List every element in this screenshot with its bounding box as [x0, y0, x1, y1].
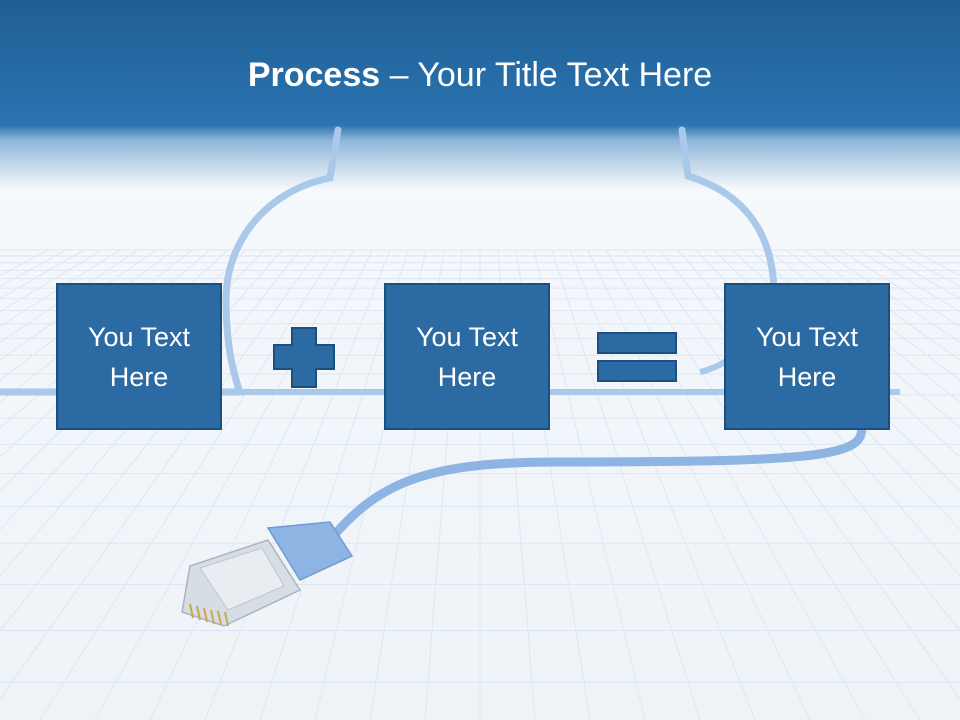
title-bar	[0, 0, 960, 190]
text-box-2[interactable]: You Text Here	[384, 283, 550, 430]
title-rest: – Your Title Text Here	[380, 56, 713, 94]
title-bold: Process	[247, 56, 381, 94]
plus-sign-icon	[273, 327, 335, 388]
text-box-label: You Text Here	[755, 321, 859, 392]
slide-title: Process – Your Title Text Here	[0, 52, 960, 98]
text-box-3[interactable]: You Text Here	[724, 283, 890, 430]
equals-sign-icon	[597, 332, 677, 382]
text-box-label: You Text Here	[415, 321, 519, 392]
text-box-1[interactable]: You Text Here	[56, 283, 222, 430]
text-box-label: You Text Here	[87, 321, 191, 392]
